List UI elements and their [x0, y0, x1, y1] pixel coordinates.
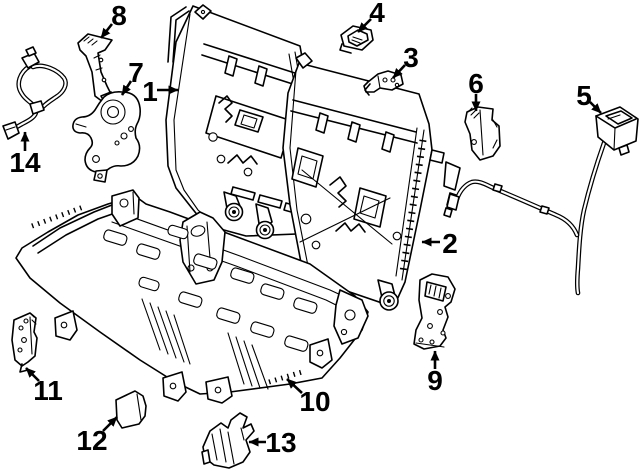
callout-arrow-3 — [392, 64, 406, 79]
callout-number-10: 10 — [299, 386, 330, 417]
callout-number-1: 1 — [142, 76, 158, 107]
callout-6: 6 — [468, 68, 484, 112]
callout-arrow-10 — [286, 378, 303, 394]
callout-number-9: 9 — [427, 365, 443, 396]
callout-number-3: 3 — [403, 42, 419, 73]
callout-arrow-5 — [589, 101, 602, 114]
callout-12: 12 — [76, 416, 118, 456]
callout-11: 11 — [25, 367, 63, 406]
callout-arrow-4 — [357, 18, 372, 33]
wire-harness-part-14 — [2, 46, 68, 140]
bracket-part-11 — [11, 312, 38, 373]
callout-number-5: 5 — [576, 80, 592, 111]
callout-number-12: 12 — [76, 425, 107, 456]
hinge-plate-part-7 — [72, 91, 141, 183]
callout-number-11: 11 — [33, 375, 63, 406]
cover-part-12 — [115, 390, 147, 429]
callout-13: 13 — [248, 427, 297, 458]
callout-number-7: 7 — [128, 57, 144, 88]
bracket-part-6 — [464, 106, 501, 161]
callout-number-14: 14 — [9, 147, 41, 178]
callout-9: 9 — [427, 350, 443, 396]
callout-arrow-11 — [25, 367, 40, 382]
callout-1: 1 — [142, 76, 179, 107]
callout-10: 10 — [286, 378, 331, 417]
callout-arrow-12 — [102, 416, 118, 432]
callout-arrow-7 — [120, 80, 133, 96]
callout-number-2: 2 — [442, 228, 458, 259]
release-handle-cable-part-5 — [443, 106, 639, 296]
callout-number-6: 6 — [468, 68, 484, 99]
callout-7: 7 — [120, 57, 144, 96]
callout-number-4: 4 — [369, 0, 385, 28]
bracket-part-13 — [201, 412, 255, 469]
callout-5: 5 — [576, 80, 602, 114]
callout-4: 4 — [357, 0, 385, 33]
callout-arrow-8 — [99, 23, 114, 39]
guide-bezel-part-4 — [339, 25, 374, 54]
callout-8: 8 — [99, 0, 127, 39]
callout-2: 2 — [421, 228, 458, 259]
callout-14: 14 — [9, 131, 41, 178]
callout-number-8: 8 — [111, 0, 127, 31]
seat-cushion-frame-part-10 — [15, 189, 369, 404]
callout-3: 3 — [392, 42, 419, 79]
callout-number-13: 13 — [265, 427, 296, 458]
hinge-bracket-part-9 — [413, 273, 456, 350]
